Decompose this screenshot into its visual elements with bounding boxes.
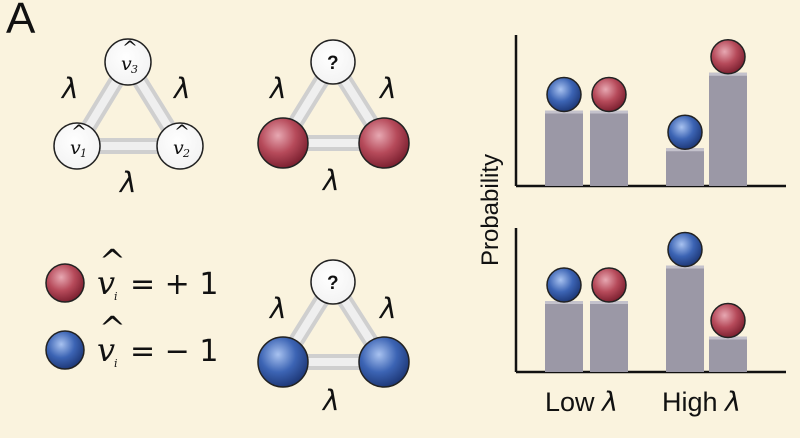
x-label-high: High λ [662, 387, 741, 418]
legend-red-hat: ^ [99, 242, 126, 280]
chart-bottom-bar-high-blue [666, 265, 704, 372]
question-mark-2: ? [327, 273, 339, 294]
chart-top-bar-high-blue [666, 148, 704, 186]
triangle-blue: ? λ λ λ [257, 259, 410, 417]
node-red-left [257, 117, 309, 169]
node-unknown-top-red [310, 39, 356, 85]
node-blue-right [358, 336, 410, 388]
lambda-right-1: λ [172, 72, 191, 105]
question-mark-1: ? [327, 53, 339, 74]
node-v3-subscript: 3 [131, 63, 138, 76]
node-v1 [53, 122, 101, 170]
node-red-right [358, 117, 410, 169]
chart-top-marker-blue [667, 114, 703, 150]
x-label-high-text: High [662, 387, 725, 417]
node-unknown-top-blue [310, 259, 356, 305]
chart-top-bar-low-red [590, 110, 628, 186]
lambda-left-3: λ [268, 292, 287, 325]
node-v1-hat: ^ [71, 121, 87, 143]
legend-blue-swatch [45, 330, 85, 370]
x-label-low-lambda: λ [600, 387, 618, 418]
chart-top-marker-blue [546, 76, 582, 113]
node-v2-label: v [173, 137, 184, 159]
node-v1-subscript: 1 [80, 147, 87, 160]
chart-bottom-marker-red [710, 302, 746, 339]
node-v1-label: v [70, 137, 81, 159]
node-v2 [156, 122, 204, 170]
chart-top-marker-red [710, 39, 746, 75]
chart-bottom-bar-high-red [709, 336, 747, 372]
lambda-left-1: λ [60, 72, 79, 105]
chart-top-bar-high-red [709, 72, 747, 186]
chart-bottom-bar-low-red [590, 301, 628, 372]
node-v3-hat: ^ [122, 37, 138, 59]
x-label-low-text: Low [545, 387, 602, 417]
legend-red-equation: = + 1 [130, 267, 218, 302]
chart-top [514, 35, 786, 188]
triangle-observed: v 3 ^ v 1 ^ v 2 ^ λ λ λ [53, 37, 204, 199]
legend-red-v: v [97, 264, 115, 302]
y-axis-title: Probability [477, 154, 504, 266]
legend-red-swatch [45, 263, 85, 303]
chart-bottom-marker-red [591, 267, 627, 303]
probability-charts: Probability Low λ High λ [477, 35, 786, 418]
node-v3 [104, 38, 152, 86]
chart-top-marker-red [591, 76, 627, 113]
legend-blue-hat: ^ [99, 309, 126, 347]
lambda-bottom-2: λ [321, 164, 340, 197]
lambda-left-2: λ [268, 72, 287, 105]
x-label-low: Low λ [545, 387, 618, 418]
chart-bottom-marker-blue [546, 267, 582, 303]
lambda-bottom-1: λ [118, 166, 137, 199]
node-v2-hat: ^ [174, 121, 190, 143]
legend-blue-equation: = − 1 [130, 334, 218, 369]
chart-top-bar-low-blue [545, 110, 583, 186]
chart-bottom [514, 228, 786, 374]
node-v3-label: v [121, 53, 132, 75]
node-blue-left [257, 336, 309, 388]
legend-blue-subscript: i [114, 357, 118, 370]
chart-bottom-marker-blue [667, 231, 703, 268]
chart-bottom-bar-low-blue [545, 301, 583, 372]
lambda-bottom-3: λ [321, 384, 340, 417]
node-v2-subscript: 2 [182, 147, 190, 160]
triangle-red: ? λ λ λ [257, 39, 410, 197]
panel-label: A [6, 0, 36, 43]
legend-blue-v: v [97, 331, 115, 369]
legend: v ^ i = + 1 v ^ i = − 1 [45, 242, 218, 370]
legend-red-subscript: i [114, 290, 118, 303]
x-label-high-lambda: λ [723, 387, 741, 418]
lambda-right-2: λ [378, 72, 397, 105]
lambda-right-3: λ [378, 292, 397, 325]
